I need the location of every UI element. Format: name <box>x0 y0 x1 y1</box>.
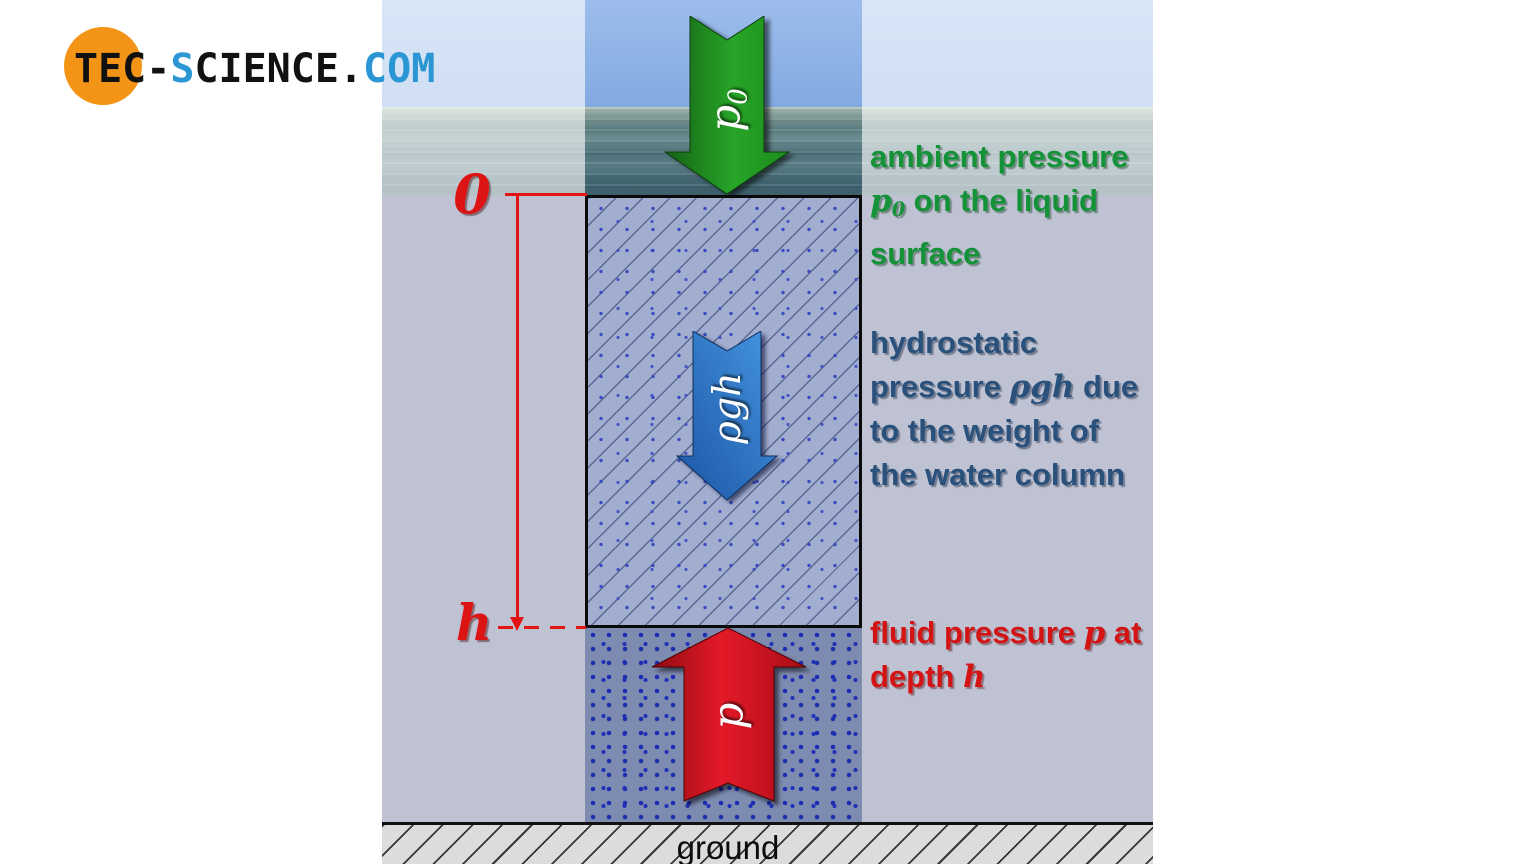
depth-h-label: h <box>455 593 493 652</box>
annotation-line: the water column <box>870 457 1125 492</box>
depth-dashed-line <box>498 626 586 629</box>
pgh-label: ρgh <box>705 372 749 444</box>
ground-label: ground <box>676 829 780 864</box>
p-label: p <box>703 702 753 730</box>
annotation-line: fluid pressure p at <box>870 615 1142 651</box>
p0-sub: 0 <box>723 88 754 105</box>
annotation-line: p0 on the liquid <box>870 183 1098 221</box>
ambient-pressure-arrow <box>663 16 791 194</box>
hydrostatic-pressure-annotation: hydrostatic pressure ρgh due to the weig… <box>870 321 1153 497</box>
ground-strip: ground <box>382 822 1153 864</box>
surface-reference-line <box>505 193 587 196</box>
depth-zero-label: 0 <box>453 162 491 226</box>
annotation-line: hydrostatic <box>870 325 1038 360</box>
ambient-pressure-annotation: ambient pressure p0 on the liquid surfac… <box>870 135 1153 276</box>
fluid-pressure-arrow <box>651 628 807 802</box>
hydrostatic-pressure-arrow-label: ρgh <box>705 372 749 443</box>
fade-overlay-right <box>862 0 1153 195</box>
annotation-line: depth h <box>870 659 986 695</box>
annotation-line: to the weight of <box>870 413 1100 448</box>
site-logo: TEC-SCIENCE.COM <box>74 46 436 92</box>
fade-overlay-left <box>382 0 585 195</box>
annotation-line: pressure ρgh due <box>870 369 1139 405</box>
depth-dimension-line <box>516 195 519 619</box>
annotation-line: surface <box>870 235 981 271</box>
hydrostatic-pressure-arrow <box>675 331 779 501</box>
fluid-pressure-annotation: fluid pressure p at depth h <box>870 611 1153 699</box>
p0-main: p <box>700 104 750 132</box>
ambient-pressure-arrow-label: p0 <box>700 88 753 131</box>
diagram-canvas: ground p0 ρgh <box>382 0 1153 864</box>
fluid-pressure-arrow-label: p <box>704 703 753 730</box>
annotation-line: ambient pressure <box>870 139 1129 174</box>
logo-circle <box>64 27 142 105</box>
